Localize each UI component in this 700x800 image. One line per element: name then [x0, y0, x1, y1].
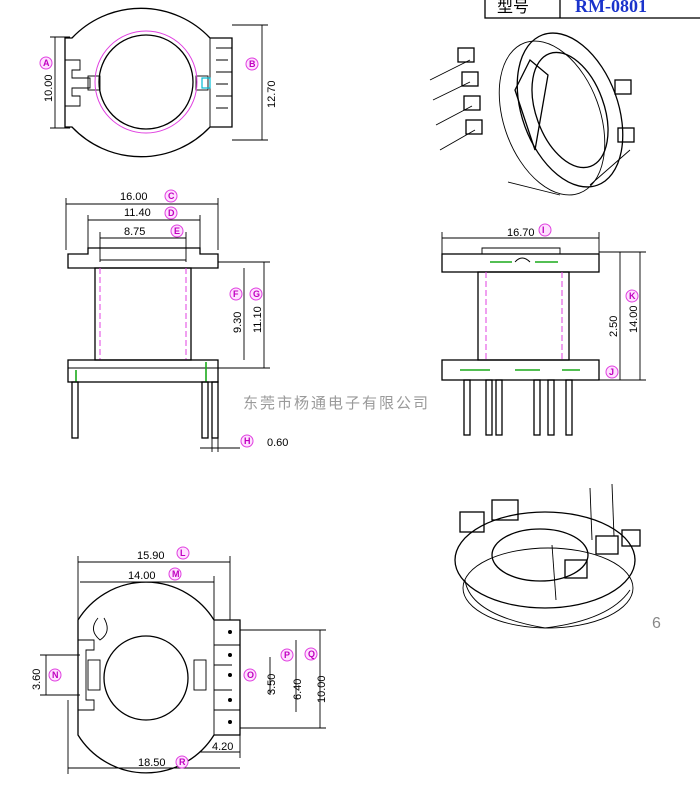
svg-text:M: M [172, 569, 180, 579]
tag-b: B [245, 57, 259, 71]
dim-g-value: 11.10 [252, 306, 264, 333]
dim-n-value: 3.60 [31, 669, 43, 690]
dim-o-value: 3.50 [266, 674, 278, 695]
dim-q-value: 10.00 [316, 675, 328, 703]
tag-f: F [229, 287, 243, 301]
svg-text:K: K [629, 291, 636, 301]
title-block: 型号 RM-0801 [484, 0, 700, 19]
dim-j-value: 2.50 [608, 316, 620, 337]
tag-l: L [176, 546, 190, 560]
svg-text:R: R [179, 757, 186, 767]
dim-l-value: 15.90 [137, 550, 165, 562]
front-view: 16.00 C 11.40 D 8.75 E 9.30 11.10 F G H … [65, 189, 288, 452]
dim-a-value: 10.00 [43, 74, 55, 102]
svg-text:L: L [180, 548, 186, 558]
tag-a: A [39, 56, 53, 70]
tag-k: K [625, 289, 639, 303]
dim-i-value: 16.70 [507, 227, 535, 239]
tag-q: Q [304, 647, 318, 661]
svg-text:C: C [168, 191, 175, 201]
tag-m: M [168, 567, 182, 581]
svg-text:P: P [284, 650, 290, 660]
tag-c: C [164, 189, 178, 203]
dim-m-value: 14.00 [128, 570, 156, 582]
svg-text:I: I [542, 225, 545, 235]
tag-g: G [249, 287, 263, 301]
title-block-label: 型号 [497, 0, 529, 16]
dim-r-value: 18.50 [138, 757, 166, 769]
svg-text:A: A [43, 58, 50, 68]
svg-text:F: F [233, 289, 239, 299]
dim-s-value: 4.20 [212, 741, 233, 753]
model-number: RM-0801 [575, 0, 647, 16]
tag-o: O [243, 668, 257, 682]
svg-text:N: N [52, 670, 59, 680]
svg-text:Q: Q [308, 649, 315, 659]
page-number: 6 [652, 615, 661, 632]
dim-e-value: 8.75 [124, 226, 145, 238]
isometric-view-1 [429, 32, 635, 196]
company-watermark: 东莞市杨通电子有限公司 [243, 394, 430, 412]
tag-i: I [538, 223, 552, 237]
tag-d: D [164, 206, 178, 220]
tag-j: J [605, 365, 619, 379]
svg-text:D: D [168, 208, 175, 218]
tag-p: P [280, 648, 294, 662]
dim-k-value: 14.00 [628, 305, 640, 333]
top-view: 10.00 A 12.70 B [39, 7, 278, 158]
svg-text:O: O [247, 670, 254, 680]
side-view: 16.70 I 2.50 J 14.00 K [441, 223, 646, 436]
isometric-view-2 [454, 483, 641, 629]
svg-text:G: G [253, 289, 260, 299]
tag-e: E [170, 224, 184, 238]
dim-f-value: 9.30 [232, 312, 244, 333]
dim-d-value: 11.40 [124, 207, 151, 219]
tag-r: R [175, 755, 189, 769]
dim-h-value: 0.60 [267, 437, 288, 449]
svg-text:J: J [609, 367, 614, 377]
dim-p-value: 6.40 [292, 679, 304, 700]
tag-h: H [240, 434, 254, 448]
svg-text:E: E [174, 226, 180, 236]
dim-b-value: 12.70 [266, 80, 278, 108]
tag-n: N [48, 668, 62, 682]
svg-text:B: B [249, 59, 256, 69]
dim-c-value: 16.00 [120, 191, 148, 203]
svg-text:H: H [244, 436, 251, 446]
bottom-view: 15.90 L 14.00 M 3.60 N 3.50 O 6.40 P 10.… [31, 546, 328, 774]
